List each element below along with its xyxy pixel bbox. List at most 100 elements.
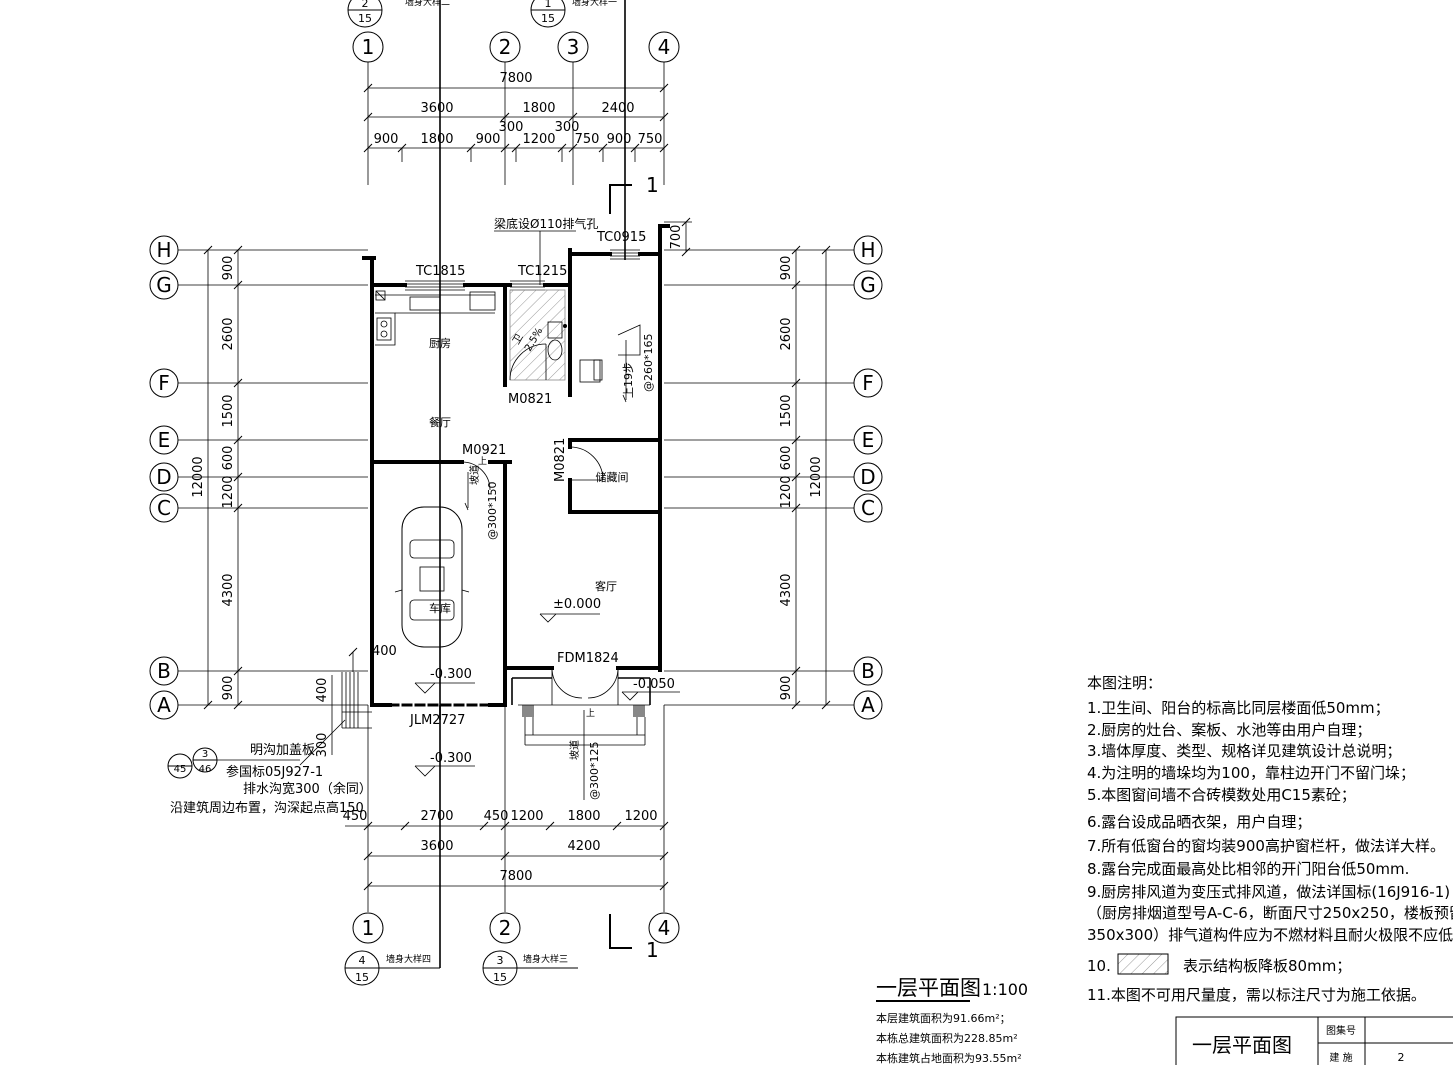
svg-text:4: 4 xyxy=(658,916,671,940)
svg-text:4: 4 xyxy=(359,954,366,967)
svg-text:墙身大样三: 墙身大样三 xyxy=(523,953,568,965)
top-dimension-tier3: 900 1800 900 1200 750 900 750 300 300 xyxy=(363,120,669,153)
svg-text:450: 450 xyxy=(484,809,509,824)
svg-text:1: 1 xyxy=(362,916,375,940)
svg-text:11.本图不可用尺量度，需以标注尺寸为施工依据。: 11.本图不可用尺量度，需以标注尺寸为施工依据。 xyxy=(1087,986,1426,1004)
svg-text:350x300）排气道构件应为不燃材料且耐火极限不应低于1h: 350x300）排气道构件应为不燃材料且耐火极限不应低于1h. xyxy=(1087,926,1453,944)
svg-text:E: E xyxy=(862,428,875,452)
bottom-dimension-tier2: 3600 4200 xyxy=(363,839,669,861)
svg-text:排水沟宽300（余同）: 排水沟宽300（余同） xyxy=(243,781,372,797)
svg-text:2600: 2600 xyxy=(221,317,236,350)
svg-text:上: 上 xyxy=(586,708,595,719)
svg-text:本栋总建筑面积为228.85m²: 本栋总建筑面积为228.85m² xyxy=(876,1031,1018,1045)
svg-text:1500: 1500 xyxy=(221,394,236,427)
svg-text:B: B xyxy=(157,659,171,683)
stair: 上19步 @260*165 xyxy=(579,324,655,403)
svg-text:图集号: 图集号 xyxy=(1326,1024,1356,1037)
svg-text:900: 900 xyxy=(476,132,501,147)
plan-walls xyxy=(362,224,670,746)
ramp-porch: 上 坡道 @300*125 xyxy=(568,708,601,800)
svg-text:C: C xyxy=(157,496,171,520)
svg-text:2600: 2600 xyxy=(779,317,794,350)
svg-text:1800: 1800 xyxy=(567,809,600,824)
svg-text:10.: 10. xyxy=(1087,957,1111,975)
room-kitchen: 厨房 xyxy=(429,337,451,350)
svg-text:3: 3 xyxy=(497,954,504,967)
svg-text:12000: 12000 xyxy=(809,456,824,497)
svg-text:2: 2 xyxy=(499,916,512,940)
svg-text:G: G xyxy=(156,273,172,297)
svg-text:1500: 1500 xyxy=(779,394,794,427)
svg-text:3600: 3600 xyxy=(420,101,453,116)
svg-text:M0921: M0921 xyxy=(462,443,506,458)
svg-text:A: A xyxy=(157,693,171,717)
svg-text:1:100: 1:100 xyxy=(982,980,1028,999)
svg-text:梁底设Ø110排气孔: 梁底设Ø110排气孔 xyxy=(494,216,598,231)
svg-text:1200: 1200 xyxy=(522,132,555,147)
svg-text:450: 450 xyxy=(343,809,368,824)
axis-col-1-top: 1 xyxy=(352,31,384,63)
svg-text:TC1215: TC1215 xyxy=(517,264,567,279)
svg-text:750: 750 xyxy=(638,132,663,147)
svg-text:F: F xyxy=(862,371,874,395)
bath-hatch: 卫 2.5% xyxy=(509,289,567,381)
svg-text:FDM1824: FDM1824 xyxy=(557,651,619,666)
svg-text:4: 4 xyxy=(658,35,671,59)
top-dimension-overall: 7800 xyxy=(363,71,669,93)
drain-detail: 400 400 300 xyxy=(299,644,397,766)
section-cut-top: 1 xyxy=(609,173,659,214)
svg-text:1200: 1200 xyxy=(221,475,236,508)
svg-text:900: 900 xyxy=(607,132,632,147)
room-storage: 储藏间 xyxy=(596,470,629,484)
svg-text:卫: 卫 xyxy=(511,332,526,346)
svg-text:8.露台完成面最高处比相邻的开门阳台低50mm.: 8.露台完成面最高处比相邻的开门阳台低50mm. xyxy=(1087,860,1409,878)
svg-text:F: F xyxy=(158,371,170,395)
ramp-garage: 坡道 @300*150 上 xyxy=(464,456,499,540)
right-dimensions: 900 2600 1500 600 1200 4300 900 12000 70… xyxy=(664,217,831,710)
svg-text:建 施: 建 施 xyxy=(1329,1051,1352,1064)
top-extension-lines xyxy=(401,148,636,162)
notes-block: 本图注明： 1.卫生间、阳台的标高比同层楼面低50mm； 2.厨房的灶台、案板、… xyxy=(1087,674,1453,1004)
doors xyxy=(461,446,619,705)
bottom-section-ref-left: 4 15 墙身大样四 xyxy=(344,705,441,986)
svg-text:A: A xyxy=(861,693,875,717)
svg-text:46: 46 xyxy=(199,764,212,775)
svg-text:TC0915: TC0915 xyxy=(596,230,646,245)
svg-text:2400: 2400 xyxy=(601,101,634,116)
svg-text:300: 300 xyxy=(315,733,330,758)
svg-text:4200: 4200 xyxy=(567,839,600,854)
svg-text:2: 2 xyxy=(1398,1051,1405,1064)
svg-text:3: 3 xyxy=(202,749,208,760)
svg-text:M0821: M0821 xyxy=(553,438,568,482)
svg-text:2: 2 xyxy=(499,35,512,59)
svg-text:本层建筑面积为91.66m²；: 本层建筑面积为91.66m²； xyxy=(876,1011,1011,1025)
axis-col-4-bottom: 4 xyxy=(648,912,680,944)
row-axes-left: H G F E D C B A xyxy=(149,235,179,720)
svg-text:E: E xyxy=(158,428,171,452)
svg-text:3.墙体厚度、类型、规格详见建筑设计总说明；: 3.墙体厚度、类型、规格详见建筑设计总说明； xyxy=(1087,742,1401,760)
svg-text:700: 700 xyxy=(669,225,684,250)
svg-text:D: D xyxy=(860,465,875,489)
svg-text:墙身大样二: 墙身大样二 xyxy=(405,0,450,8)
title-block: 一层平面图 图集号 建 施 2 xyxy=(1175,1016,1453,1065)
svg-text:M0821: M0821 xyxy=(508,392,552,407)
svg-text:B: B xyxy=(861,659,875,683)
left-dimensions: 900 2600 1500 600 1200 4300 900 12000 xyxy=(191,245,243,710)
svg-text:1.卫生间、阳台的标高比同层楼面低50mm；: 1.卫生间、阳台的标高比同层楼面低50mm； xyxy=(1087,699,1390,717)
svg-text:900: 900 xyxy=(221,256,236,281)
svg-text:±0.000: ±0.000 xyxy=(553,597,601,612)
svg-text:45: 45 xyxy=(174,764,187,775)
axis-col-2-top: 2 xyxy=(489,31,521,63)
svg-text:@260*165: @260*165 xyxy=(642,334,655,393)
room-garage: 车库 xyxy=(429,601,451,615)
svg-text:750: 750 xyxy=(575,132,600,147)
svg-text:900: 900 xyxy=(779,676,794,701)
bottom-dimension-tier1: 450 2700 450 1200 1800 1200 xyxy=(343,809,669,831)
axis-col-2-bottom: 2 xyxy=(489,912,521,944)
kitchen-counter xyxy=(375,290,496,346)
svg-text:900: 900 xyxy=(221,676,236,701)
svg-text:坡道: 坡道 xyxy=(568,740,581,760)
svg-text:JLM2727: JLM2727 xyxy=(409,713,465,728)
svg-text:坡道: 坡道 xyxy=(468,465,481,485)
